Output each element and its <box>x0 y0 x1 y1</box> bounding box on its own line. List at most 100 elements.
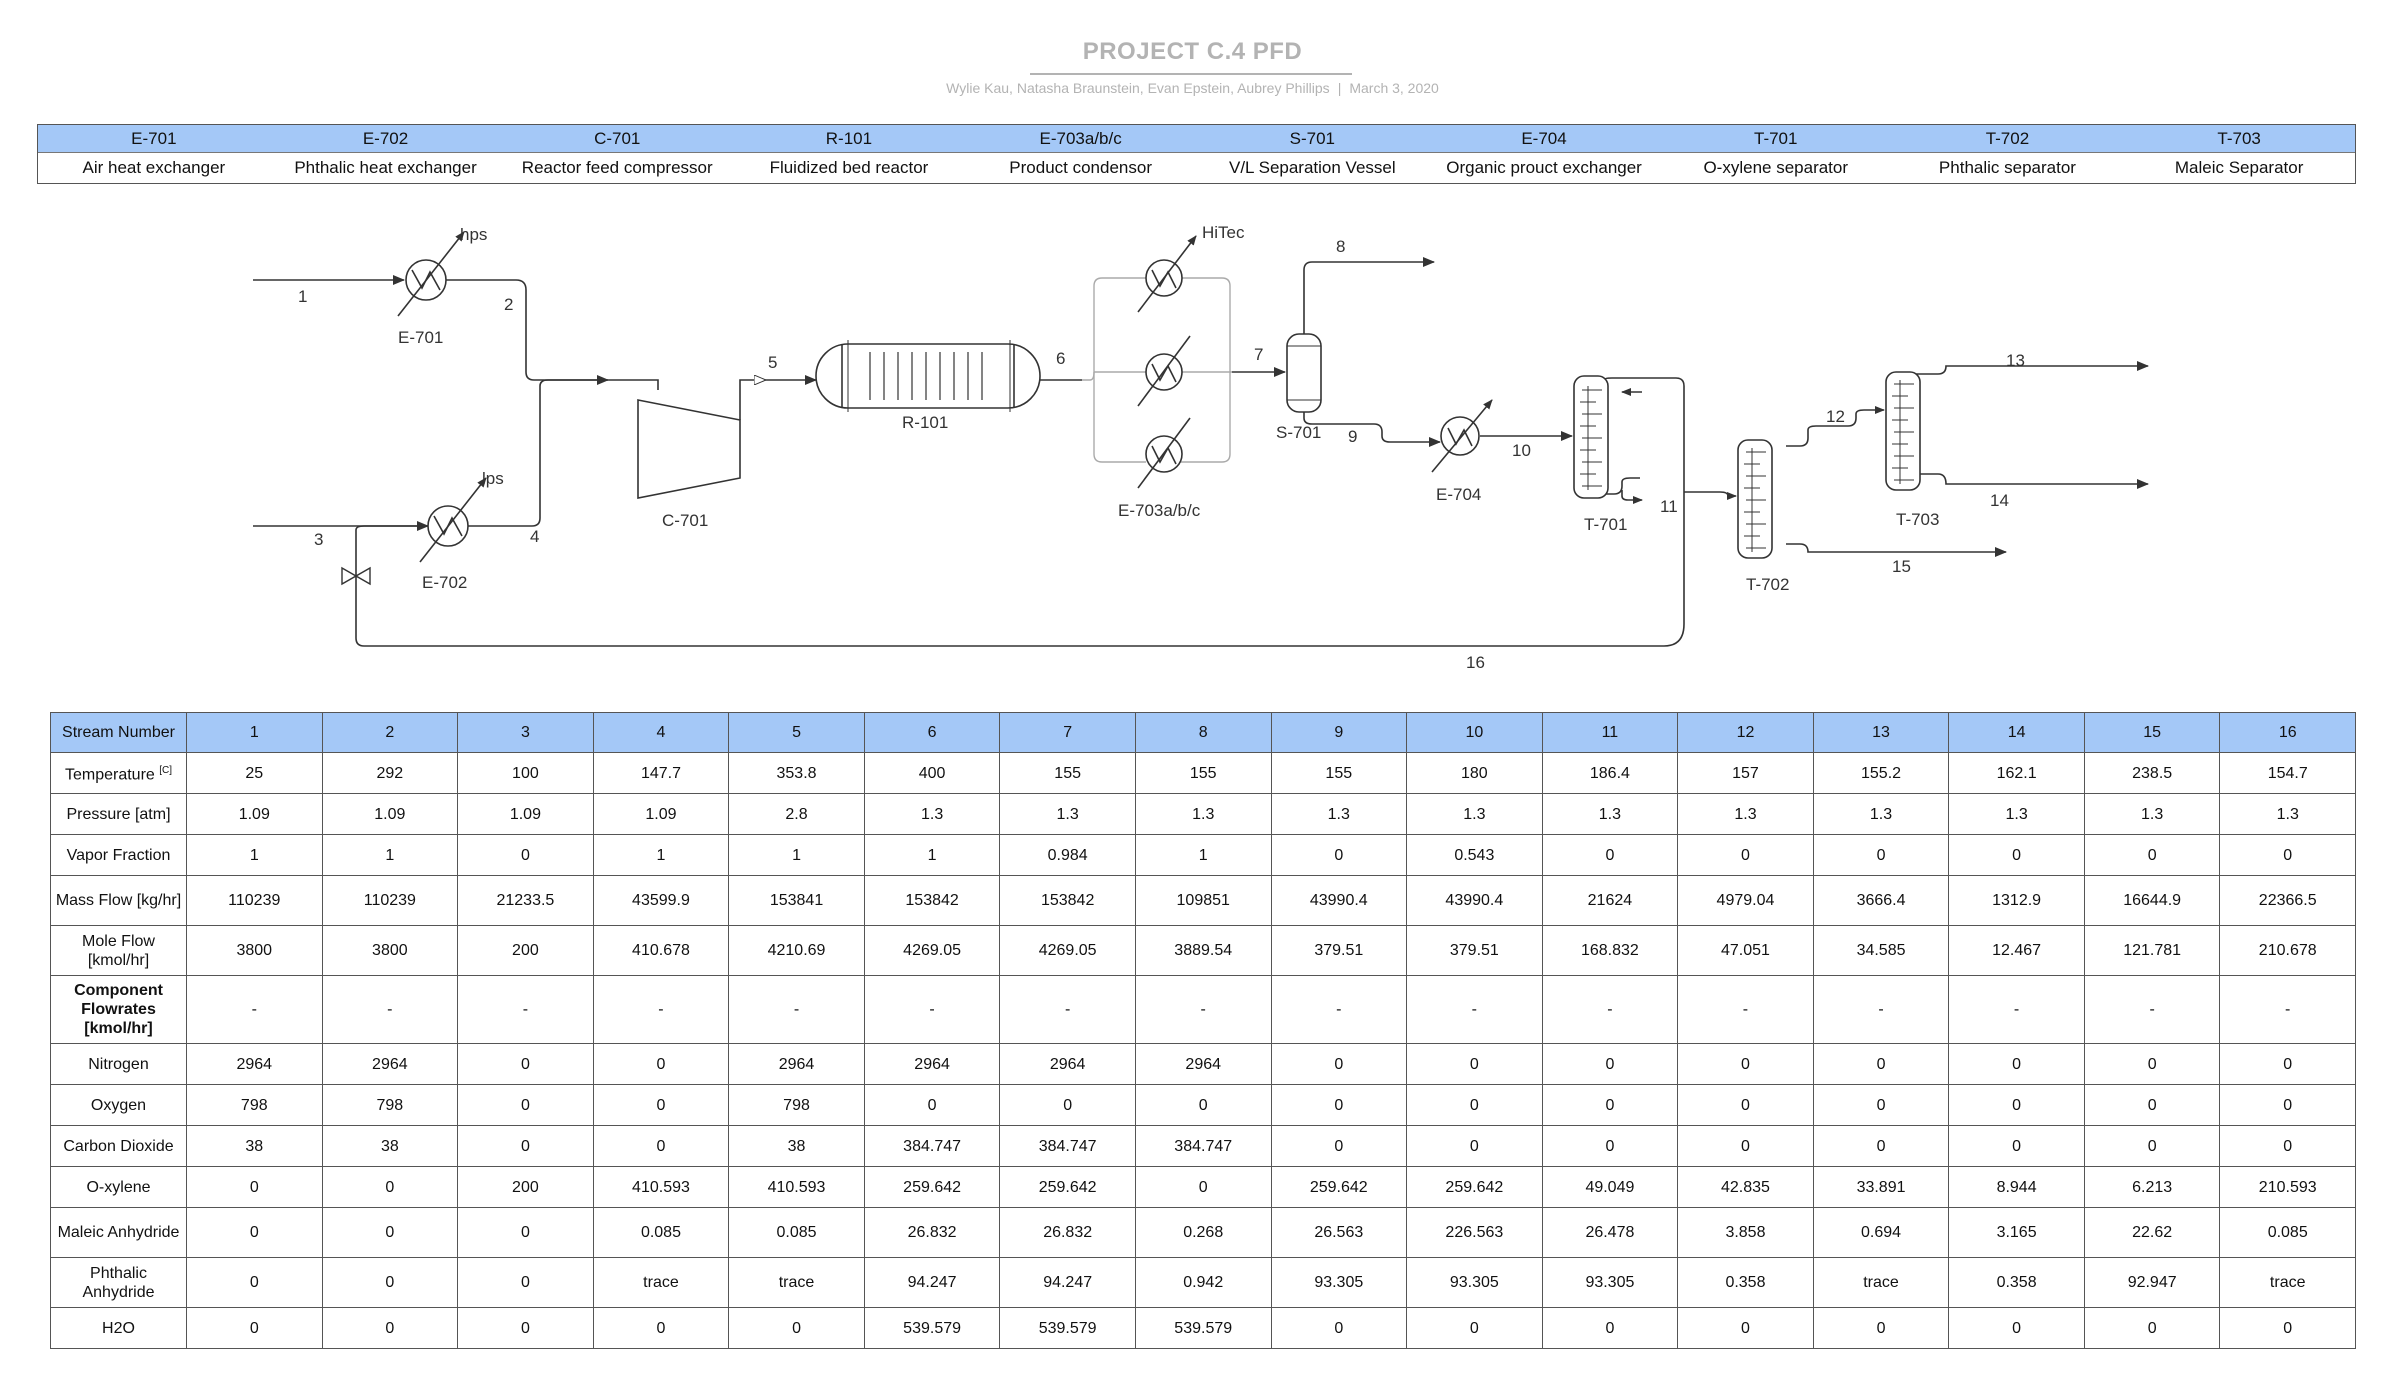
table-cell: - <box>592 975 730 1044</box>
table-cell: 0 <box>1948 1125 2085 1167</box>
table-cell: 0 <box>457 1084 594 1126</box>
equipment-name: Fluidized bed reactor <box>769 158 929 177</box>
stream-9-line <box>1303 410 1441 447</box>
stream-14-line <box>1916 473 2149 489</box>
table-cell: 259.642 <box>863 1166 1001 1208</box>
row-label-text: Mole Flow [kmol/hr] <box>82 932 155 969</box>
table-cell: 1.09 <box>592 793 730 835</box>
stream-label-8: 8 <box>1336 237 1345 256</box>
column-t701-icon <box>1573 375 1609 499</box>
table-cell: 1.3 <box>1677 793 1814 835</box>
row-label: Vapor Fraction <box>50 834 187 876</box>
stream-2-line <box>446 279 609 385</box>
table-cell: 0 <box>1677 1307 1814 1349</box>
table-cell: 43990.4 <box>1270 875 1408 926</box>
equipment-tag: E-704 <box>1428 125 1660 153</box>
table-cell: 0 <box>1812 1043 1950 1085</box>
stream-16-line <box>355 525 428 584</box>
table-cell: - <box>186 975 323 1044</box>
table-cell: - <box>321 975 459 1044</box>
table-cell: 1.3 <box>863 793 1001 835</box>
label-e703: E-703a/b/c <box>1118 501 1201 520</box>
table-cell: 38 <box>186 1125 323 1167</box>
table-cell: 0.694 <box>1812 1207 1950 1258</box>
stream-label-12: 12 <box>1826 407 1845 426</box>
table-cell: 155.2 <box>1812 752 1950 794</box>
stream-number-cell: 1 <box>186 712 323 753</box>
table-cell: 0.942 <box>1134 1257 1272 1308</box>
stream-number-cell: 12 <box>1677 712 1814 753</box>
reactor-r101-icon <box>815 340 1041 412</box>
table-cell: 0 <box>321 1257 459 1308</box>
stream-number-cell: 5 <box>728 712 865 753</box>
table-cell: - <box>1948 975 2085 1044</box>
table-cell: 0 <box>1812 1125 1950 1167</box>
stream-label-9: 9 <box>1348 427 1357 446</box>
table-cell: 0.268 <box>1134 1207 1272 1258</box>
table-cell: 155 <box>999 752 1136 794</box>
valve-icon <box>341 566 371 586</box>
table-cell: 0 <box>1541 1084 1679 1126</box>
stream-label-7: 7 <box>1254 345 1263 364</box>
label-c701: C-701 <box>662 511 708 530</box>
table-cell: 147.7 <box>592 752 730 794</box>
table-cell: 0.085 <box>728 1207 865 1258</box>
table-cell: 200 <box>457 1166 594 1208</box>
table-cell: 0 <box>2219 1125 2356 1167</box>
table-cell: - <box>457 975 594 1044</box>
table-cell: 0 <box>321 1307 459 1349</box>
table-cell: - <box>2083 975 2221 1044</box>
table-cell: - <box>1134 975 1272 1044</box>
equipment-name: Organic prouct exchanger <box>1446 158 1642 177</box>
table-cell: 400 <box>863 752 1001 794</box>
table-cell: 153841 <box>728 875 865 926</box>
table-cell: 0 <box>321 1166 459 1208</box>
stream-15-line <box>1786 543 2007 557</box>
equipment-tag: E-703a/b/c <box>964 125 1197 153</box>
stream-number-cell: 8 <box>1134 712 1272 753</box>
table-cell: 100 <box>457 752 594 794</box>
table-cell: 155 <box>1270 752 1408 794</box>
table-cell: 1.09 <box>186 793 323 835</box>
table-cell: 0 <box>1948 1307 2085 1349</box>
table-cell: - <box>1406 975 1543 1044</box>
table-cell: 1.09 <box>457 793 594 835</box>
table-cell: 0 <box>457 1043 594 1085</box>
table-cell: 259.642 <box>1270 1166 1408 1208</box>
table-cell: 168.832 <box>1541 925 1679 976</box>
heat-exchanger-e702-icon <box>419 477 487 563</box>
table-cell: 0 <box>1270 1307 1408 1349</box>
row-label-text: Nitrogen <box>88 1055 149 1073</box>
table-cell: - <box>1541 975 1679 1044</box>
table-cell: 0 <box>457 1307 594 1349</box>
table-cell: 1.3 <box>1948 793 2085 835</box>
table-cell: 0 <box>1541 1043 1679 1085</box>
table-cell: trace <box>592 1257 730 1308</box>
stream-number-cell: 15 <box>2083 712 2221 753</box>
table-cell: trace <box>1812 1257 1950 1308</box>
compressor-c701-icon <box>637 399 741 499</box>
stream-11-line <box>1604 477 1640 495</box>
table-row: Component Flowrates [kmol/hr]-----------… <box>50 975 2356 1044</box>
table-cell: 1.3 <box>2219 793 2356 835</box>
row-label-text: Oxygen <box>90 1096 147 1114</box>
heat-exchanger-e703a-icon <box>1137 235 1197 313</box>
label-s701: S-701 <box>1276 423 1321 442</box>
table-cell: 0.358 <box>1677 1257 1814 1308</box>
equipment-tag: T-702 <box>1891 125 2124 153</box>
table-cell: 384.747 <box>999 1125 1136 1167</box>
table-cell: 0 <box>457 1207 594 1258</box>
table-cell: 0 <box>1677 1043 1814 1085</box>
table-cell: 1 <box>592 834 730 876</box>
table-cell: 259.642 <box>1406 1166 1543 1208</box>
table-cell: 0 <box>2083 1084 2221 1126</box>
equipment-name: Phthalic heat exchanger <box>294 158 477 177</box>
equipment-name: Maleic Separator <box>2174 158 2304 177</box>
table-cell: 0 <box>2219 1307 2356 1349</box>
label-lps: lps <box>482 469 504 488</box>
table-cell: - <box>999 975 1136 1044</box>
table-cell: 0 <box>1406 1043 1543 1085</box>
